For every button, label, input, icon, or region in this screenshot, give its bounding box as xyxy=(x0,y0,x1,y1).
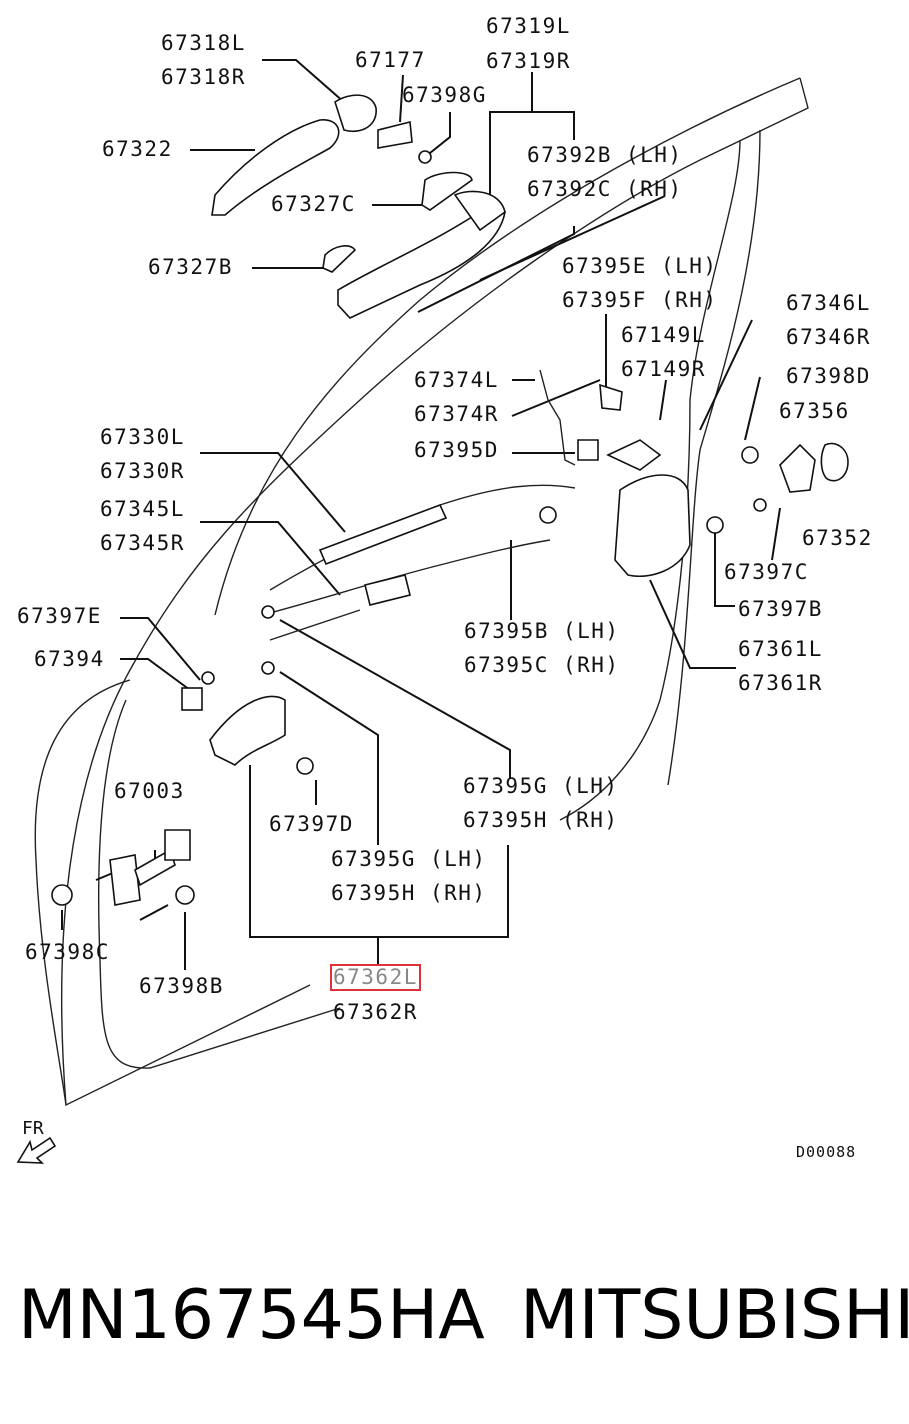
brand-name: MITSUBISHI xyxy=(520,1276,909,1355)
label-67327B: 67327B xyxy=(148,255,233,279)
label-67318L: 67318L xyxy=(161,31,246,55)
fr-label: FR xyxy=(22,1118,44,1139)
label-67327C: 67327C xyxy=(271,192,356,216)
label-67003: 67003 xyxy=(114,779,185,803)
label-67374R: 67374R xyxy=(414,402,499,426)
label-67318R: 67318R xyxy=(161,65,246,89)
label-67362R: 67362R xyxy=(333,1000,418,1024)
label-67330R: 67330R xyxy=(100,459,185,483)
label-67346L: 67346L xyxy=(786,291,871,315)
label-67346R: 67346R xyxy=(786,325,871,349)
striker-parts xyxy=(706,442,849,534)
handle-bracket xyxy=(322,120,506,319)
label-67322: 67322 xyxy=(102,137,173,161)
label-67398B: 67398B xyxy=(139,974,224,998)
label-67149L: 67149L xyxy=(621,323,706,347)
door-panel-outline xyxy=(34,77,809,1107)
label-67319L: 67319L xyxy=(486,14,571,38)
label-67392B: 67392B (LH) xyxy=(527,143,683,167)
label-67397E: 67397E xyxy=(17,604,102,628)
label-67395E: 67395E (LH) xyxy=(562,254,718,278)
label-67177: 67177 xyxy=(355,48,426,72)
part-number: MN167545HA xyxy=(18,1276,485,1355)
drawing-code: D00088 xyxy=(796,1143,857,1161)
label-67397C: 67397C xyxy=(724,560,809,584)
label-67397B: 67397B xyxy=(738,597,823,621)
door-check xyxy=(51,829,195,906)
label-67394: 67394 xyxy=(34,647,105,671)
cables xyxy=(261,484,576,641)
label-67395H-center: 67395H (RH) xyxy=(331,881,487,905)
label-67398C: 67398C xyxy=(25,940,110,964)
label-67361L: 67361L xyxy=(738,637,823,661)
label-67395C: 67395C (RH) xyxy=(464,653,620,677)
label-67356: 67356 xyxy=(779,399,850,423)
label-67392C: 67392C (RH) xyxy=(527,177,683,201)
label-67345R: 67345R xyxy=(100,531,185,555)
label-67361R: 67361R xyxy=(738,671,823,695)
label-67395H-right: 67395H (RH) xyxy=(463,808,619,832)
label-67330L: 67330L xyxy=(100,425,185,449)
label-67362L-highlighted[interactable]: 67362L xyxy=(330,964,421,991)
fr-arrow-icon xyxy=(16,1136,57,1164)
label-67352: 67352 xyxy=(802,526,873,550)
label-67395B: 67395B (LH) xyxy=(464,619,620,643)
leader-lines xyxy=(61,59,781,970)
label-67398G: 67398G xyxy=(402,83,487,107)
label-67395G-center: 67395G (LH) xyxy=(331,847,487,871)
lock-rod xyxy=(539,369,576,466)
label-67319R: 67319R xyxy=(486,49,571,73)
label-67345L: 67345L xyxy=(100,497,185,521)
label-67395D: 67395D xyxy=(414,438,499,462)
label-67395F: 67395F (RH) xyxy=(562,288,718,312)
inside-handle xyxy=(181,506,557,775)
outside-handle xyxy=(211,94,377,216)
label-67149R: 67149R xyxy=(621,357,706,381)
latch-assembly xyxy=(577,383,691,577)
label-67395G-right: 67395G (LH) xyxy=(463,774,619,798)
label-67374L: 67374L xyxy=(414,368,499,392)
label-67397D: 67397D xyxy=(269,812,354,836)
label-67398D: 67398D xyxy=(786,364,871,388)
